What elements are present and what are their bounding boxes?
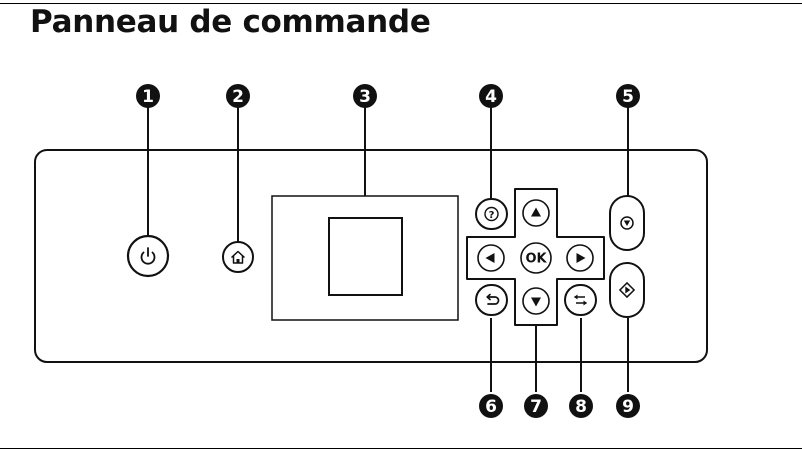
arrow-up-icon [531,207,541,217]
callout-9-label: 9 [622,397,634,417]
arrow-down-icon [531,297,541,307]
callout-7: 7 [524,394,548,418]
back-button[interactable] [475,284,508,316]
up-button[interactable] [522,199,550,227]
start-icon [618,281,636,299]
callout-3: 3 [353,84,377,108]
lcd-screen [328,217,403,296]
callout-4-label: 4 [485,87,497,107]
page-title: Panneau de commande [30,4,431,40]
bottom-rule [0,448,802,449]
start-button[interactable] [609,262,645,318]
arrow-left-icon [485,253,495,263]
back-icon [486,293,500,305]
callout-4: 4 [479,84,503,108]
callout-9: 9 [616,394,640,418]
top-rule [0,3,802,4]
help-button[interactable]: ? [475,198,508,230]
left-button[interactable] [477,244,505,272]
callout-8-label: 8 [575,397,587,417]
switch-icon [574,294,587,306]
power-icon [140,247,156,265]
arrow-right-icon [576,253,586,263]
callout-5-label: 5 [622,87,634,107]
ok-button[interactable]: OK [520,242,552,274]
ok-label: OK [525,252,547,267]
callout-2-label: 2 [232,87,244,107]
right-button[interactable] [566,244,594,272]
leader-lines [147,105,629,392]
callout-1-label: 1 [142,87,154,107]
svg-text:?: ? [489,210,495,221]
callout-6: 6 [479,394,503,418]
callout-2: 2 [226,84,250,108]
home-icon [230,250,246,264]
home-button[interactable] [222,241,254,273]
callout-3-label: 3 [359,87,371,107]
power-button[interactable] [126,234,170,278]
callout-1: 1 [136,84,160,108]
callout-5: 5 [616,84,640,108]
stop-icon [620,216,634,230]
stop-button[interactable] [609,195,645,251]
callout-7-label: 7 [530,397,542,417]
down-button[interactable] [522,287,550,315]
help-icon: ? [484,206,499,222]
switch-button[interactable] [564,284,597,316]
callout-6-label: 6 [485,397,497,417]
callout-8: 8 [569,394,593,418]
